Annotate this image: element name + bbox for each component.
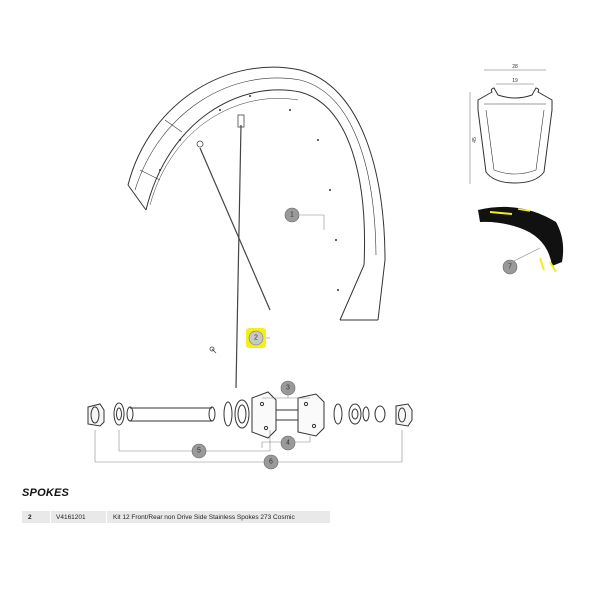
callout-6[interactable]: 6: [263, 454, 279, 470]
callout-1-label: 1: [290, 212, 294, 219]
callout-3[interactable]: 3: [280, 380, 296, 396]
callout-7-label: 7: [508, 264, 512, 271]
callout-2-label: 2: [254, 335, 258, 342]
callout-5[interactable]: 5: [191, 443, 207, 459]
part-position: 2: [28, 513, 32, 521]
callout-1[interactable]: 1: [284, 207, 300, 223]
callout-6-label: 6: [269, 459, 273, 466]
spokes-drawing: [196, 114, 271, 389]
rim-profile-drawing: [469, 69, 553, 184]
hub-drawing: [87, 391, 413, 439]
callout-4-label: 4: [286, 440, 290, 447]
rim-drawing: [127, 66, 386, 321]
part-description: Kit 12 Front/Rear non Drive Side Stainle…: [106, 511, 330, 523]
callout-7[interactable]: 7: [502, 259, 518, 275]
part-reference: V4161201: [50, 511, 106, 523]
callout-2[interactable]: 2: [246, 328, 266, 348]
profile-width-outer: 28: [512, 64, 518, 70]
tire-drawing: [478, 206, 564, 273]
callout-3-label: 3: [286, 385, 290, 392]
section-title: SPOKES: [22, 487, 70, 499]
callout-5-label: 5: [197, 448, 201, 455]
parts-table-row[interactable]: 2 V4161201 Kit 12 Front/Rear non Drive S…: [22, 511, 330, 523]
callout-4[interactable]: 4: [280, 435, 296, 451]
profile-height: 45: [472, 137, 478, 143]
exploded-wheel-diagram: 28 19 45 1 2 3 4 5 6 7: [87, 64, 564, 470]
profile-width-inner: 19: [512, 78, 518, 84]
rim-holes: [159, 95, 339, 291]
